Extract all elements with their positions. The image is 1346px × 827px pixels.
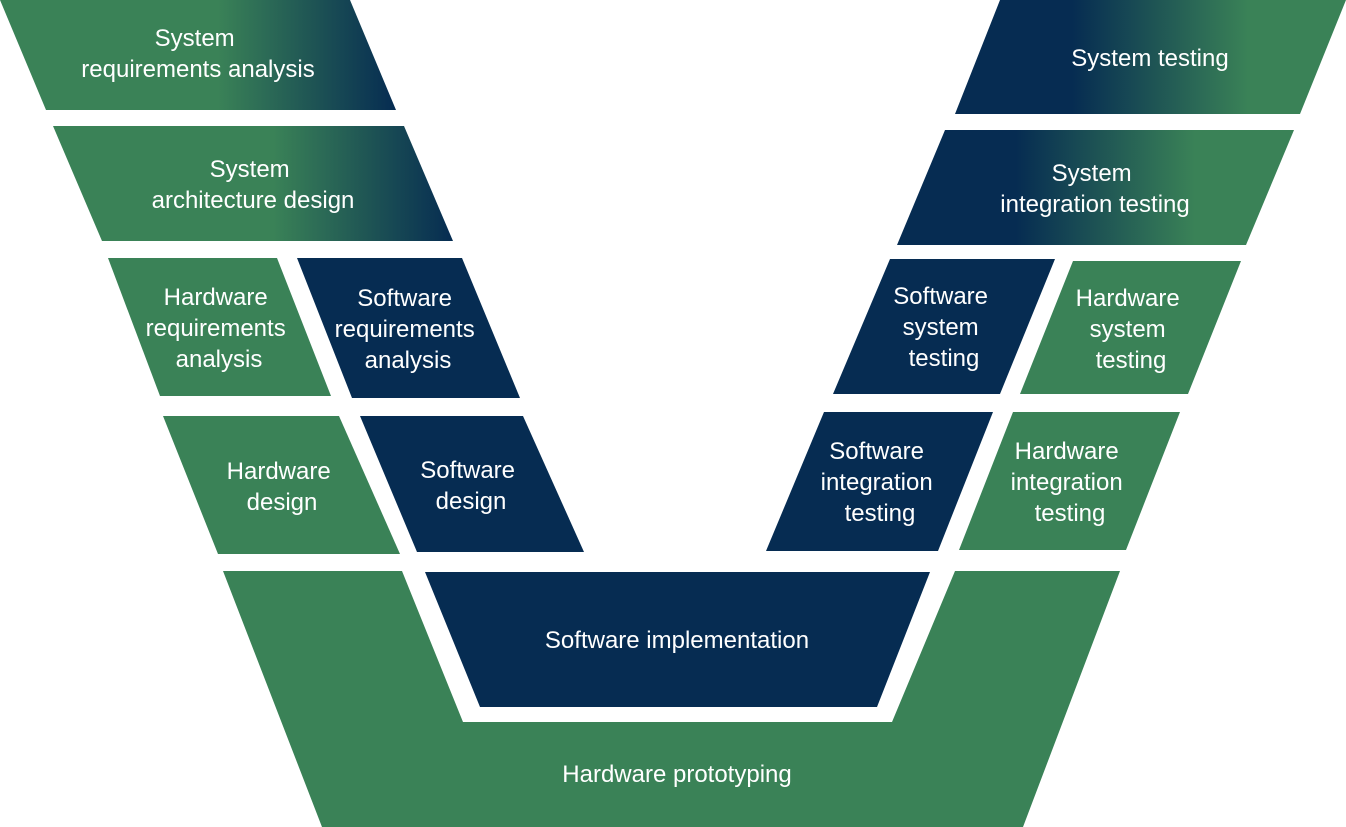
stage-label-line: Software implementation [545, 627, 809, 654]
stage-label-line: requirements [146, 315, 286, 342]
stage-shape [425, 572, 930, 707]
stage-shape [833, 259, 1055, 394]
stage-system-testing: System testing [955, 0, 1346, 114]
stage-shape [766, 412, 993, 551]
stage-label-line: System [1052, 160, 1132, 187]
stage-label: System testing [1071, 45, 1228, 72]
stage-hardware-prototyping: Hardware prototyping [223, 571, 1120, 827]
stage-label-line: Hardware [1076, 285, 1180, 312]
stage-label-line: testing [845, 500, 916, 527]
stage-software-implementation: Software implementation [425, 572, 930, 707]
stage-label-line: testing [1096, 347, 1167, 374]
stage-label-line: System [210, 156, 290, 183]
stage-hardware-requirements-analysis: Hardware requirements analysis [108, 258, 331, 396]
stage-label-line: Software [829, 438, 924, 465]
stage-label-line: Hardware prototyping [562, 761, 791, 788]
stage-shape [0, 0, 396, 110]
stage-shape [223, 571, 1120, 827]
stage-label: Hardware system testing [1076, 285, 1187, 374]
stage-software-integration-testing: Software integration testing [766, 412, 993, 551]
stage-shape [959, 412, 1180, 550]
stage-label-line: design [436, 488, 507, 515]
stage-hardware-design: Hardware design [163, 416, 400, 554]
stage-shape [897, 130, 1294, 245]
stage-label-line: requirements analysis [81, 56, 314, 83]
stage-label-line: architecture design [152, 187, 355, 214]
stage-label-line: integration [821, 469, 933, 496]
stage-label: System architecture design [152, 156, 355, 214]
stage-software-design: Software design [360, 416, 584, 552]
stage-label: Software implementation [545, 627, 809, 654]
stage-label: System requirements analysis [81, 25, 314, 83]
stage-label-line: analysis [176, 346, 263, 373]
stage-label: Software requirements analysis [335, 285, 482, 374]
stage-label-line: analysis [365, 347, 452, 374]
stage-shape [108, 258, 331, 396]
stage-label: Software integration testing [821, 438, 940, 527]
stage-shape [163, 416, 400, 554]
stage-label-line: testing [909, 345, 980, 372]
stage-label-line: System testing [1071, 45, 1228, 72]
stage-system-integration-testing: System integration testing [897, 130, 1294, 245]
stage-label-line: testing [1035, 500, 1106, 527]
stage-shape [297, 258, 520, 398]
stage-label-line: Hardware [227, 458, 331, 485]
stage-label-line: system [1090, 316, 1166, 343]
stage-label-line: Hardware [1015, 438, 1119, 465]
stage-label: Hardware integration testing [1011, 438, 1130, 527]
stage-shape [955, 0, 1346, 114]
stage-label: Hardware design [227, 458, 338, 516]
stage-label-line: Software [357, 285, 452, 312]
stage-label-line: integration testing [1000, 191, 1189, 218]
stage-label-line: Software [893, 283, 988, 310]
stage-shape [1020, 261, 1241, 394]
stage-system-architecture-design: System architecture design [53, 126, 453, 241]
stage-software-requirements-analysis: Software requirements analysis [297, 258, 520, 398]
stage-label: Hardware requirements analysis [146, 284, 293, 373]
stage-label-line: System [155, 25, 235, 52]
stage-shape [53, 126, 453, 241]
stage-label-line: requirements [335, 316, 475, 343]
stage-label: Hardware prototyping [562, 761, 791, 788]
stage-hardware-system-testing: Hardware system testing [1020, 261, 1241, 394]
stage-label: System integration testing [1000, 160, 1189, 218]
stage-label: Software system testing [893, 283, 994, 372]
stage-label-line: design [247, 489, 318, 516]
stage-label-line: Hardware [164, 284, 268, 311]
stage-shape [360, 416, 584, 552]
stage-system-requirements-analysis: System requirements analysis [0, 0, 396, 110]
stage-hardware-integration-testing: Hardware integration testing [959, 412, 1180, 550]
stage-label-line: integration [1011, 469, 1123, 496]
stage-label-line: Software [420, 457, 515, 484]
stage-label: Software design [420, 457, 521, 515]
stage-software-system-testing: Software system testing [833, 259, 1055, 394]
stage-label-line: system [903, 314, 979, 341]
